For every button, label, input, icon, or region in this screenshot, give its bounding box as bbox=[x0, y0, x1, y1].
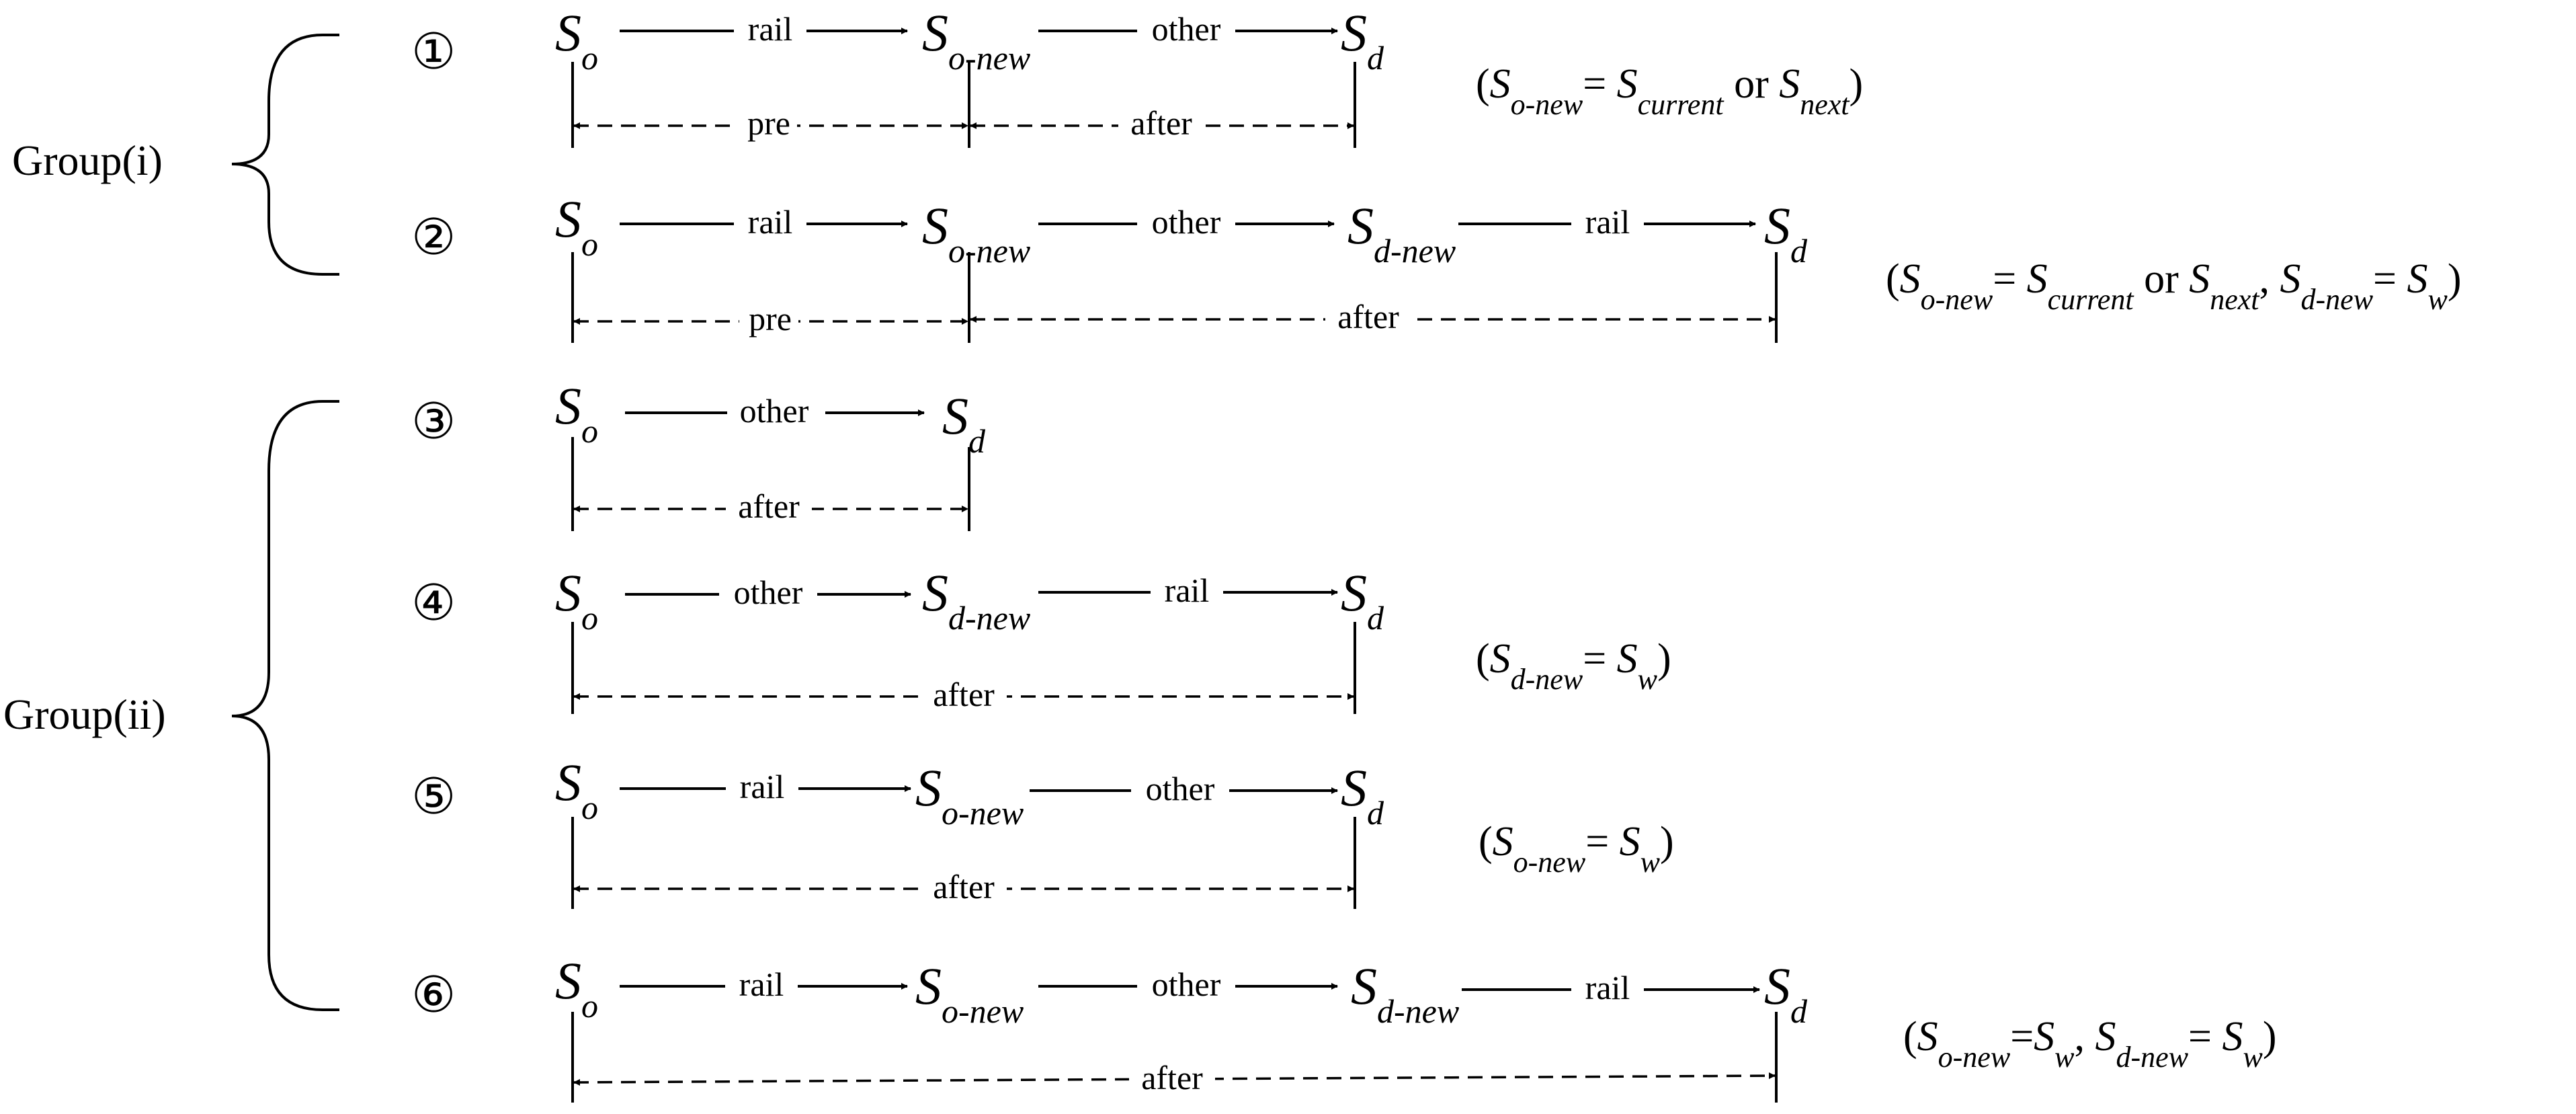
after-label: after bbox=[933, 868, 995, 906]
group-ii-label: Group(ii) bbox=[3, 690, 166, 738]
row-3: So other Sd after bbox=[555, 376, 986, 531]
node-s-d-new: Sd-new bbox=[1351, 957, 1459, 1030]
rail-label: rail bbox=[1165, 571, 1210, 609]
row-6-condition: (So-new=Sw, Sd-new= Sw) bbox=[1903, 1014, 2277, 1074]
row-5-number: ⑤ bbox=[411, 768, 456, 826]
group-i-brace bbox=[231, 34, 339, 276]
pre-label: pre bbox=[749, 300, 792, 337]
row-2: So rail So-new other Sd-new rail Sd pre … bbox=[555, 190, 2462, 343]
other-label: other bbox=[734, 573, 803, 611]
node-s-o: So bbox=[555, 563, 598, 637]
row-5-condition: (So-new= Sw) bbox=[1479, 819, 1674, 879]
row-5: So rail So-new other Sd after (So-new= S… bbox=[555, 753, 1674, 909]
after-label: after bbox=[1337, 298, 1399, 335]
other-label: other bbox=[1152, 10, 1221, 48]
rail-label: rail bbox=[740, 768, 785, 805]
node-s-d-new: Sd-new bbox=[922, 563, 1030, 637]
other-label: other bbox=[1152, 965, 1221, 1003]
row-3-number: ③ bbox=[411, 393, 456, 450]
after-label: after bbox=[1130, 104, 1192, 142]
node-s-d: Sd bbox=[1764, 957, 1808, 1030]
rail-label: rail bbox=[748, 10, 793, 48]
row-1-number: ① bbox=[411, 23, 456, 81]
node-s-d: Sd bbox=[1341, 563, 1384, 637]
after-label: after bbox=[738, 487, 800, 525]
after-label: after bbox=[1141, 1059, 1203, 1097]
rail-label: rail bbox=[748, 203, 793, 241]
node-s-o: So bbox=[555, 376, 598, 450]
group-ii-brace bbox=[231, 400, 339, 1011]
rail-label: rail bbox=[739, 965, 784, 1003]
row-4: So other Sd-new rail Sd after (Sd-new= S… bbox=[555, 563, 1671, 714]
row-4-number: ④ bbox=[411, 574, 456, 632]
pre-label: pre bbox=[747, 104, 790, 142]
node-s-o-new: So-new bbox=[915, 957, 1024, 1030]
node-s-o: So bbox=[555, 3, 598, 77]
node-s-d: Sd bbox=[1764, 196, 1808, 270]
row-1-condition: (So-new= Scurrent or Snext) bbox=[1476, 61, 1863, 121]
row-2-condition: (So-new= Scurrent or Snext, Sd-new= Sw) bbox=[1886, 256, 2462, 316]
node-s-o-new: So-new bbox=[922, 196, 1030, 270]
node-s-o-new: So-new bbox=[922, 3, 1030, 77]
row-4-condition: (Sd-new= Sw) bbox=[1476, 636, 1671, 696]
node-s-o-new: So-new bbox=[915, 758, 1024, 832]
node-s-d-new: Sd-new bbox=[1347, 196, 1456, 270]
other-label: other bbox=[1152, 203, 1221, 241]
other-label: other bbox=[1146, 770, 1215, 807]
node-s-d: Sd bbox=[1341, 758, 1384, 832]
rail-label: rail bbox=[1585, 203, 1630, 241]
node-s-o: So bbox=[555, 753, 598, 826]
rail-label: rail bbox=[1585, 969, 1630, 1006]
row-1: So rail So-new other Sd pre after (So-ne… bbox=[555, 3, 1863, 148]
row-2-number: ② bbox=[411, 208, 456, 266]
node-s-d: Sd bbox=[1341, 3, 1384, 77]
after-label: after bbox=[933, 676, 995, 713]
node-s-o: So bbox=[555, 190, 598, 263]
group-i-label: Group(i) bbox=[12, 136, 163, 184]
row-6: So rail So-new other Sd-new rail Sd afte… bbox=[555, 951, 2277, 1103]
node-s-d: Sd bbox=[942, 387, 986, 460]
row-6-number: ⑥ bbox=[411, 966, 456, 1024]
other-label: other bbox=[740, 392, 809, 430]
node-s-o: So bbox=[555, 951, 598, 1025]
